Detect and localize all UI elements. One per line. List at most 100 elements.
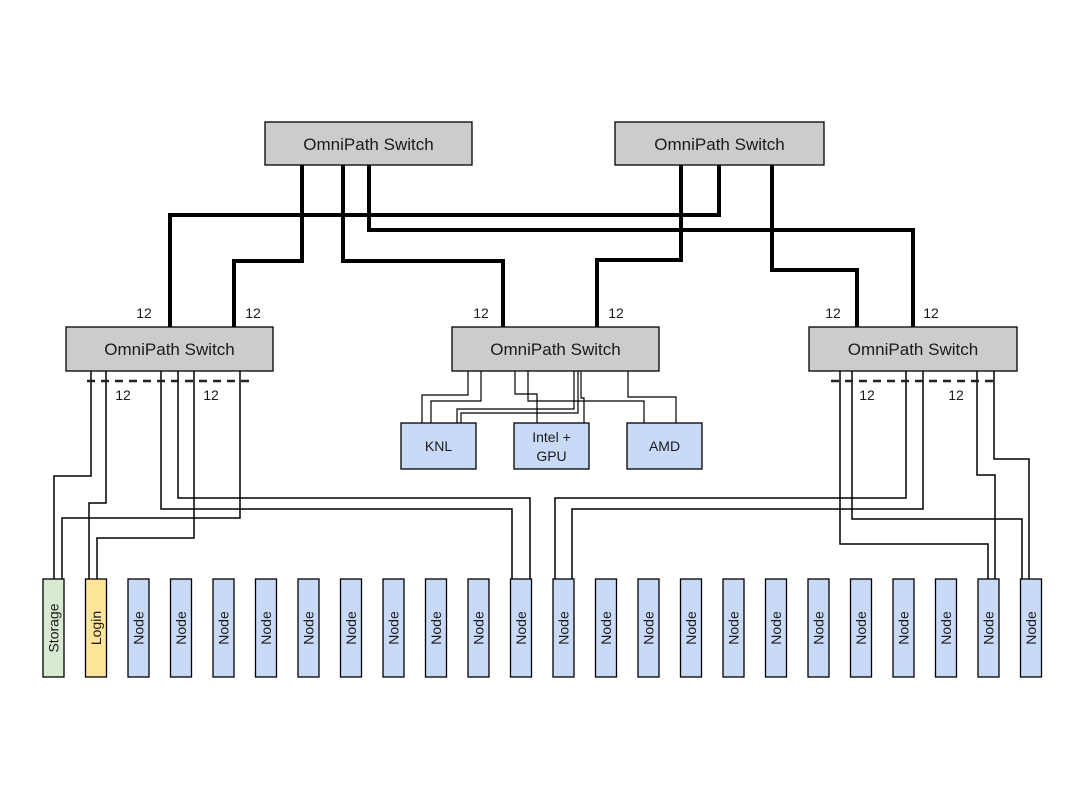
rack-box <box>127 578 150 678</box>
rack-box <box>339 578 363 678</box>
cable-node-r4 <box>993 371 1030 579</box>
edge-switch-right: OmniPath Switch <box>808 326 1018 372</box>
rack-box <box>84 578 108 678</box>
device-intel-gpu: Intel + GPU <box>513 422 590 470</box>
cable-storage-2 <box>61 371 241 579</box>
rack-box <box>594 578 618 678</box>
cable-gpu-2 <box>580 371 585 423</box>
rack-box <box>679 578 703 678</box>
uplink-cable <box>232 165 304 327</box>
rack-label: Node <box>513 611 529 645</box>
rack-node: Node <box>127 578 150 678</box>
uplink-count-label: 12 <box>245 305 261 321</box>
rack-node: Node <box>977 578 1000 678</box>
rack-box <box>807 578 830 678</box>
rack-box <box>892 578 915 678</box>
left-edge-cables <box>53 371 531 579</box>
device-label-line: GPU <box>536 448 566 464</box>
rack-label: Login <box>88 611 104 645</box>
downlink-count-label: 12 <box>948 387 964 403</box>
rack-box <box>297 578 320 678</box>
cable-knl-1 <box>421 371 469 423</box>
rack-login: Login <box>84 578 108 678</box>
rack-node: Node <box>254 578 278 678</box>
rack-label: Node <box>1023 611 1039 645</box>
rack-node: Node <box>594 578 618 678</box>
downlink-count-label: 12 <box>115 387 131 403</box>
cable-amd-1 <box>527 371 645 423</box>
device-amd: AMD <box>626 422 703 470</box>
rack-label: Node <box>896 611 912 645</box>
cable-node-right-2 <box>571 371 924 579</box>
rack-node: Node <box>467 578 490 678</box>
uplink-count-label: 12 <box>825 305 841 321</box>
rack-node: Node <box>679 578 703 678</box>
rack-box <box>212 578 235 678</box>
rack-node: Node <box>722 578 745 678</box>
rack-row: Storage Login Node Node Node Node Node Node Node… <box>42 578 1043 678</box>
edge-switch-center: OmniPath Switch <box>451 326 660 372</box>
device-knl: KNL <box>400 422 477 470</box>
rack-label: Node <box>131 611 147 645</box>
rack-node: Node <box>934 578 958 678</box>
rack-node: Node <box>339 578 363 678</box>
rack-label: Node <box>343 611 359 645</box>
rack-box <box>509 578 533 678</box>
rack-box <box>764 578 788 678</box>
cable-knl-2 <box>430 371 482 423</box>
uplink-count-label: 12 <box>136 305 152 321</box>
device-label: KNL <box>425 438 452 454</box>
uplink-count-label: 12 <box>923 305 939 321</box>
cable-amd-2 <box>627 371 677 423</box>
port-count-labels: 12 12 12 12 12 12 12 12 12 12 <box>115 305 964 403</box>
switch-label: OmniPath Switch <box>490 340 620 359</box>
core-switch-right: OmniPath Switch <box>614 121 825 166</box>
rack-label: Node <box>386 611 402 645</box>
edge-switch-left: OmniPath Switch <box>65 326 274 372</box>
center-edge-cables <box>421 371 677 423</box>
right-edge-cables <box>554 371 1030 579</box>
rack-node: Node <box>382 578 405 678</box>
rack-box <box>934 578 958 678</box>
rack-node: Node <box>1019 578 1043 678</box>
rack-box <box>169 578 193 678</box>
cable-knl-3 <box>456 371 575 423</box>
rack-label: Node <box>641 611 657 645</box>
cable-node-left-2 <box>177 371 531 579</box>
rack-node: Node <box>552 578 575 678</box>
rack-label: Node <box>683 611 699 645</box>
rack-label: Node <box>768 611 784 645</box>
rack-box <box>637 578 660 678</box>
cable-node-r3 <box>851 371 1023 579</box>
rack-box <box>849 578 873 678</box>
rack-label: Node <box>173 611 189 645</box>
rack-box <box>977 578 1000 678</box>
uplink-cable <box>367 165 915 327</box>
cable-node-right-1 <box>554 371 907 579</box>
cable-node-r1 <box>839 371 989 579</box>
rack-label: Node <box>556 611 572 645</box>
rack-node: Node <box>297 578 320 678</box>
rack-label: Node <box>598 611 614 645</box>
rack-box <box>552 578 575 678</box>
rack-box <box>467 578 490 678</box>
cable-login-2 <box>96 371 195 579</box>
rack-node: Node <box>892 578 915 678</box>
rack-node: Node <box>764 578 788 678</box>
cable-node-r2 <box>976 371 996 579</box>
rack-label: Storage <box>46 603 62 652</box>
rack-node: Node <box>212 578 235 678</box>
rack-node: Node <box>849 578 873 678</box>
rack-node: Node <box>807 578 830 678</box>
rack-label: Node <box>726 611 742 645</box>
rack-label: Node <box>301 611 317 645</box>
rack-node: Node <box>509 578 533 678</box>
rack-box <box>1019 578 1043 678</box>
rack-label: Node <box>216 611 232 645</box>
rack-label: Node <box>471 611 487 645</box>
rack-label: Node <box>981 611 997 645</box>
uplink-cable <box>595 165 683 327</box>
uplink-cables <box>168 165 915 327</box>
rack-box <box>382 578 405 678</box>
